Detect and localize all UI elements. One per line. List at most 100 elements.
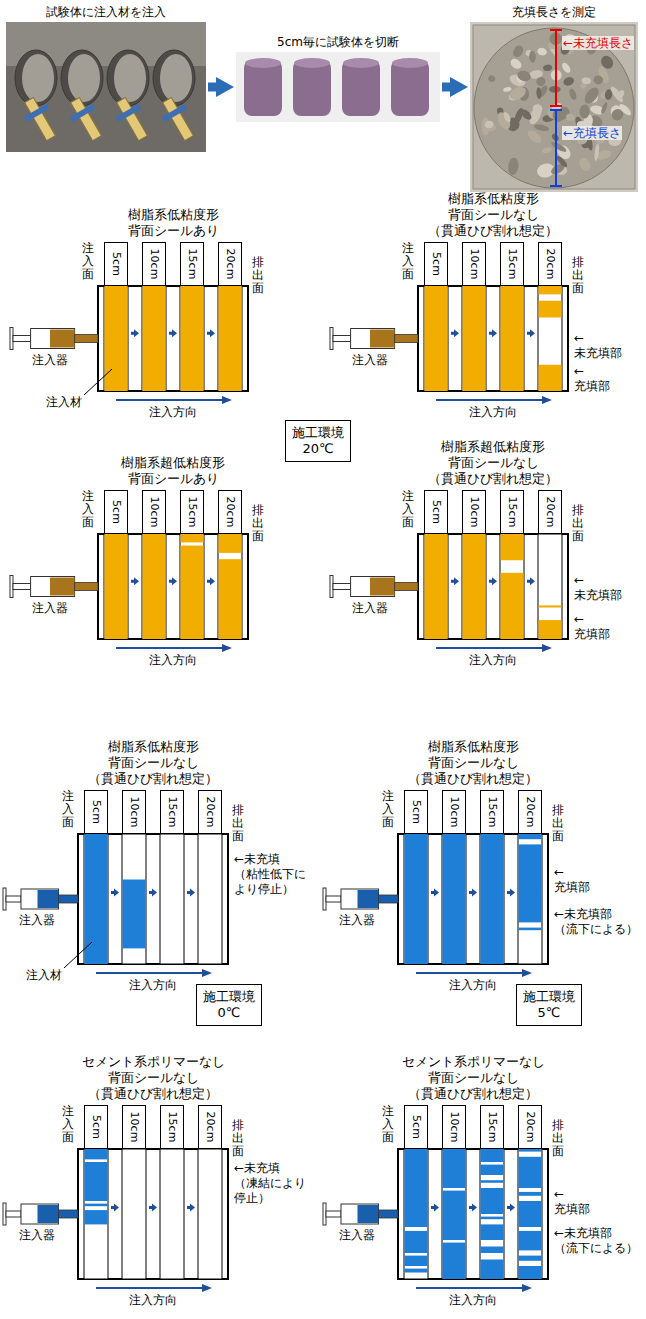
injector-rod bbox=[6, 896, 21, 902]
aggregate bbox=[550, 140, 567, 153]
specimen-title: 樹脂系低粘度形 背面シールなし （貫通ひび割れ想定） bbox=[408, 739, 538, 787]
syringe bbox=[156, 94, 201, 145]
column-header: 5cm bbox=[84, 1105, 108, 1149]
flow-arrow bbox=[442, 83, 458, 92]
specimen-slice bbox=[391, 60, 429, 116]
inlet-face-label: 注入面 bbox=[402, 490, 414, 530]
inlet-face-label: 注入面 bbox=[82, 242, 94, 282]
length-label: 20cm bbox=[524, 1112, 536, 1143]
length-label: 20cm bbox=[524, 797, 536, 828]
condition-box: 施工環境 5℃ bbox=[516, 984, 582, 1026]
injector-liquid bbox=[370, 330, 395, 348]
filled-part bbox=[219, 534, 242, 553]
column-bar bbox=[518, 834, 542, 964]
syringe-clamp bbox=[116, 104, 142, 122]
column-header: 15cm bbox=[480, 790, 504, 834]
injector-label: 注入器 bbox=[352, 601, 388, 616]
aggregate bbox=[502, 111, 512, 124]
injector-liquid bbox=[38, 1205, 59, 1223]
length-label: 5cm bbox=[110, 252, 122, 276]
injector-rod bbox=[13, 336, 31, 342]
column-bar bbox=[142, 286, 166, 391]
column-header: 15cm bbox=[500, 490, 524, 534]
flow-mark bbox=[451, 577, 459, 585]
length-label: 5cm bbox=[90, 1115, 102, 1139]
filled-part bbox=[443, 1149, 466, 1188]
injector-rod bbox=[333, 336, 351, 342]
column-bar bbox=[480, 1149, 504, 1279]
filled-part bbox=[85, 1210, 108, 1224]
filled-part bbox=[443, 1191, 466, 1240]
length-label: 10cm bbox=[468, 249, 480, 280]
direction-label: 注入方向 bbox=[469, 653, 517, 668]
injector-nozzle bbox=[75, 335, 98, 343]
direction-shaft bbox=[116, 647, 224, 649]
specimen-drawing bbox=[323, 834, 548, 977]
injector-liquid bbox=[50, 578, 75, 596]
filled-part bbox=[219, 286, 242, 391]
unfilled-length-tick bbox=[550, 105, 562, 107]
specimen-panel: 樹脂系低粘度形 背面シールなし （貫通ひび割れ想定）5cm10cm15cm20c… bbox=[418, 242, 568, 391]
condition-box: 施工環境 0℃ bbox=[196, 984, 262, 1026]
specimen-panel: 樹脂系超低粘度形 背面シールあり5cm10cm15cm20cm bbox=[98, 490, 248, 639]
column-bar bbox=[462, 286, 486, 391]
outlet-face-label: 排出面 bbox=[252, 504, 264, 544]
specimen-body bbox=[98, 534, 248, 639]
injector-label: 注入器 bbox=[352, 353, 388, 368]
column-bar bbox=[218, 534, 242, 639]
length-label: 20cm bbox=[224, 249, 236, 280]
column-bar bbox=[538, 286, 562, 391]
syringe-body bbox=[25, 98, 56, 141]
injector-nozzle bbox=[379, 1210, 399, 1218]
column-header: 20cm bbox=[538, 490, 562, 534]
flow-mark bbox=[431, 1204, 439, 1212]
injector-label: 注入器 bbox=[339, 913, 375, 928]
photo-panel: 5cm毎に試験体を切断 bbox=[236, 52, 440, 122]
photo-panel: 充填長さを測定←未充填長さ←充填長さ bbox=[470, 22, 638, 192]
slice-top bbox=[245, 58, 281, 68]
column-header: 5cm bbox=[424, 242, 448, 286]
injector-rod bbox=[6, 1211, 21, 1217]
filled-part bbox=[143, 534, 166, 639]
flow-mark bbox=[489, 577, 497, 585]
inlet-face-label: 注入面 bbox=[402, 242, 414, 282]
aggregate bbox=[577, 156, 592, 173]
direction-shaft bbox=[416, 972, 524, 974]
specimen-slice bbox=[244, 60, 282, 116]
specimen-cylinder bbox=[107, 50, 149, 106]
injector-barrel bbox=[351, 577, 395, 597]
column-bar bbox=[424, 286, 448, 391]
specimen-cylinder bbox=[61, 50, 103, 106]
length-label: 15cm bbox=[486, 797, 498, 828]
flow-mark bbox=[469, 889, 477, 897]
aggregate bbox=[549, 86, 561, 93]
specimen-title: セメント系ポリマーなし 背面シールなし （貫通ひび割れ想定） bbox=[82, 1054, 225, 1102]
flow-mark bbox=[187, 1204, 195, 1212]
column-header: 5cm bbox=[104, 490, 128, 534]
filled-part bbox=[539, 286, 562, 294]
aggregate bbox=[600, 102, 608, 115]
aggregate bbox=[609, 85, 625, 104]
column-header: 15cm bbox=[500, 242, 524, 286]
injector-liquid bbox=[50, 330, 75, 348]
injector-rod bbox=[13, 584, 31, 590]
column-header: 15cm bbox=[180, 490, 204, 534]
aggregate bbox=[536, 47, 547, 57]
direction-label: 注入方向 bbox=[149, 405, 197, 420]
filled-part bbox=[481, 1149, 504, 1162]
injector-rod bbox=[326, 896, 341, 902]
aggregate bbox=[541, 146, 553, 154]
outlet-face-label: 排出面 bbox=[572, 256, 584, 296]
column-bar bbox=[84, 1149, 108, 1279]
aggregate bbox=[555, 155, 569, 169]
column-header: 10cm bbox=[142, 242, 166, 286]
specimen-drawing bbox=[10, 534, 248, 652]
direction-shaft bbox=[96, 972, 204, 974]
specimen-body bbox=[418, 534, 568, 639]
direction-label: 注入方向 bbox=[149, 653, 197, 668]
filled-part bbox=[519, 1157, 542, 1188]
material-label: 注入材 bbox=[26, 968, 62, 983]
column-header: 10cm bbox=[142, 490, 166, 534]
injector-rod bbox=[326, 1211, 341, 1217]
